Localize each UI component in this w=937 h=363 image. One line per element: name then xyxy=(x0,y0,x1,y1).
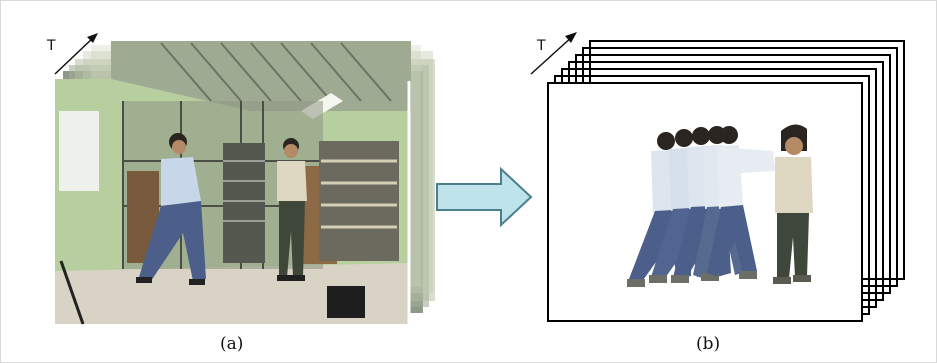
segmented-standing-person xyxy=(773,124,813,284)
panel-b-time-label: T xyxy=(537,38,546,54)
front-video-frame xyxy=(55,41,411,325)
panel-a-caption: (a) xyxy=(220,334,244,354)
panel-b-caption: (b) xyxy=(696,334,721,354)
transition-arrow-icon xyxy=(436,166,533,228)
panel-a-time-label: T xyxy=(47,38,56,54)
running-person xyxy=(136,133,206,285)
time-arrow-b-icon xyxy=(530,32,577,75)
time-arrow-a-icon xyxy=(54,33,98,75)
front-outline-frame xyxy=(547,82,863,322)
standing-person xyxy=(277,138,307,281)
segmented-runner-sequence xyxy=(627,126,775,287)
